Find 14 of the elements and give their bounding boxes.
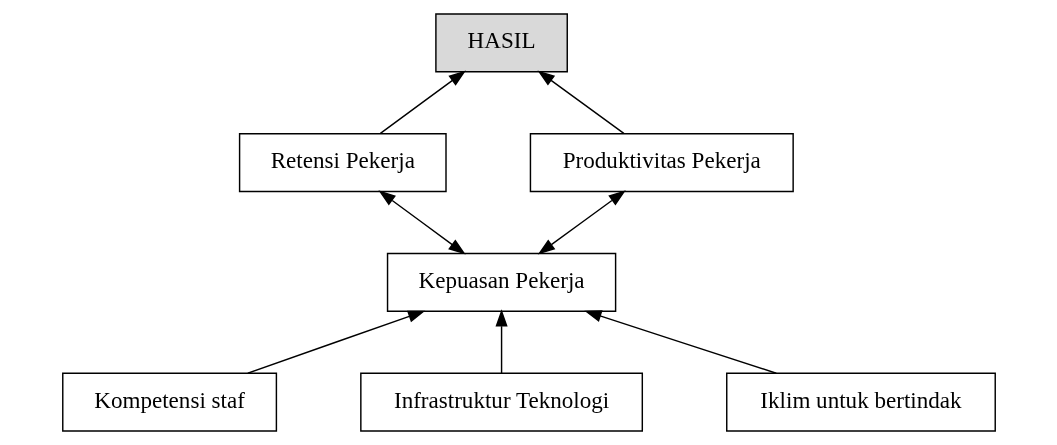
node-box: Kompetensi staf (61, 372, 277, 432)
node-box: Produktivitas Pekerja (529, 133, 794, 193)
node-box: Iklim untuk bertindak (725, 372, 996, 432)
arrow (537, 190, 626, 255)
node-box: Kepuasan Pekerja (386, 252, 616, 312)
arrow (379, 70, 466, 135)
arrow (377, 190, 466, 255)
arrow (246, 310, 425, 374)
arrow (495, 309, 508, 374)
arrow (583, 310, 777, 374)
node-box: HASIL (434, 13, 568, 73)
node-box: Retensi Pekerja (238, 133, 447, 193)
arrow (537, 70, 625, 135)
node-box: Infrastruktur Teknologi (359, 372, 643, 432)
